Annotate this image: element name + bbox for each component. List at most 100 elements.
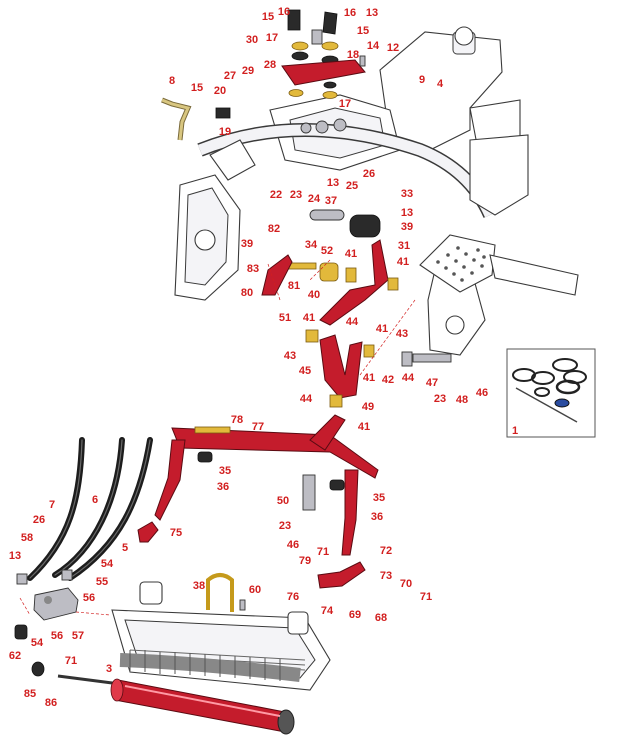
callout-23: 23 [279,520,291,532]
callout-56: 56 [51,630,63,642]
callout-71: 71 [65,655,77,667]
callout-81: 81 [288,280,300,292]
callout-23: 23 [290,189,302,201]
callout-43: 43 [284,350,296,362]
tube-fitting [161,97,231,141]
callout-44: 44 [300,393,313,405]
callout-30: 30 [246,34,258,46]
callout-79: 79 [299,555,311,567]
callout-42: 42 [382,374,394,386]
elbow-fitting-5 [137,521,159,543]
valve-fittings [281,9,366,134]
hydraulic-hoses [16,437,153,585]
callout-4: 4 [437,78,444,90]
callout-58: 58 [21,532,33,544]
callout-8: 8 [169,75,175,87]
callout-44: 44 [346,316,359,328]
callout-83: 83 [247,263,259,275]
callout-44: 44 [402,372,415,384]
callout-19: 19 [219,126,231,138]
callout-34: 34 [305,239,318,251]
callout-76: 76 [287,591,299,603]
callout-57: 57 [72,630,84,642]
callout-71: 71 [420,591,432,603]
callout-14: 14 [367,40,380,52]
reel-assembly [111,573,331,691]
callout-22: 22 [270,189,282,201]
callout-12: 12 [387,42,399,54]
callout-1: 1 [512,425,518,437]
callout-50: 50 [277,495,289,507]
callout-39: 39 [401,221,413,233]
callout-74: 74 [321,605,334,617]
callout-35: 35 [219,465,231,477]
callout-36: 36 [371,511,383,523]
callout-15: 15 [357,25,369,37]
carrier-frame [174,26,579,356]
callout-26: 26 [33,514,45,526]
callout-69: 69 [349,609,361,621]
callout-86: 86 [45,697,57,709]
rear-roller [31,661,295,735]
callout-9: 9 [419,74,425,86]
callout-29: 29 [242,65,254,77]
callout-85: 85 [24,688,36,700]
carrier-red-frame [154,414,379,556]
callout-60: 60 [249,584,261,596]
callout-55: 55 [96,576,108,588]
callout-16: 16 [344,7,356,19]
callout-54: 54 [101,558,114,570]
callout-75: 75 [170,527,182,539]
callout-43: 43 [396,328,408,340]
callout-17: 17 [266,32,278,44]
lift-arm-left [261,254,293,296]
callout-36: 36 [217,481,229,493]
callout-5: 5 [122,542,128,554]
callout-26: 26 [363,168,375,180]
callout-41: 41 [376,323,388,335]
elbow-fitting-74 [317,561,366,589]
lift-cylinder [285,209,381,282]
callout-37: 37 [325,195,337,207]
callout-35: 35 [373,492,385,504]
leader-lines [19,259,416,616]
callout-6: 6 [92,494,98,506]
callout-77: 77 [252,421,264,433]
callout-3: 3 [106,663,112,675]
callout-17: 17 [339,98,351,110]
callout-13: 13 [401,207,413,219]
callout-78: 78 [231,414,243,426]
pivot-yoke [305,329,452,408]
callout-46: 46 [476,387,488,399]
callout-13: 13 [9,550,21,562]
callout-56: 56 [83,592,95,604]
callout-73: 73 [380,570,392,582]
seal-kit-inset [506,348,596,438]
lift-arm-right [319,239,389,326]
callout-24: 24 [308,193,321,205]
callout-7: 7 [49,499,55,511]
callout-46: 46 [287,539,299,551]
callout-20: 20 [214,85,226,97]
callout-47: 47 [426,377,438,389]
callout-33: 33 [401,188,413,200]
callout-80: 80 [241,287,253,299]
callout-52: 52 [321,245,333,257]
callout-38: 38 [193,580,205,592]
callout-13: 13 [366,7,378,19]
callout-82: 82 [268,223,280,235]
callout-41: 41 [303,312,315,324]
callout-49: 49 [362,401,374,413]
callout-39: 39 [241,238,253,250]
callout-68: 68 [375,612,387,624]
callout-62: 62 [9,650,21,662]
callout-25: 25 [346,180,358,192]
callout-51: 51 [279,312,291,324]
callout-18: 18 [347,49,359,61]
callout-23: 23 [434,393,446,405]
callout-31: 31 [398,240,410,252]
callout-13: 13 [327,177,339,189]
callout-40: 40 [308,289,320,301]
